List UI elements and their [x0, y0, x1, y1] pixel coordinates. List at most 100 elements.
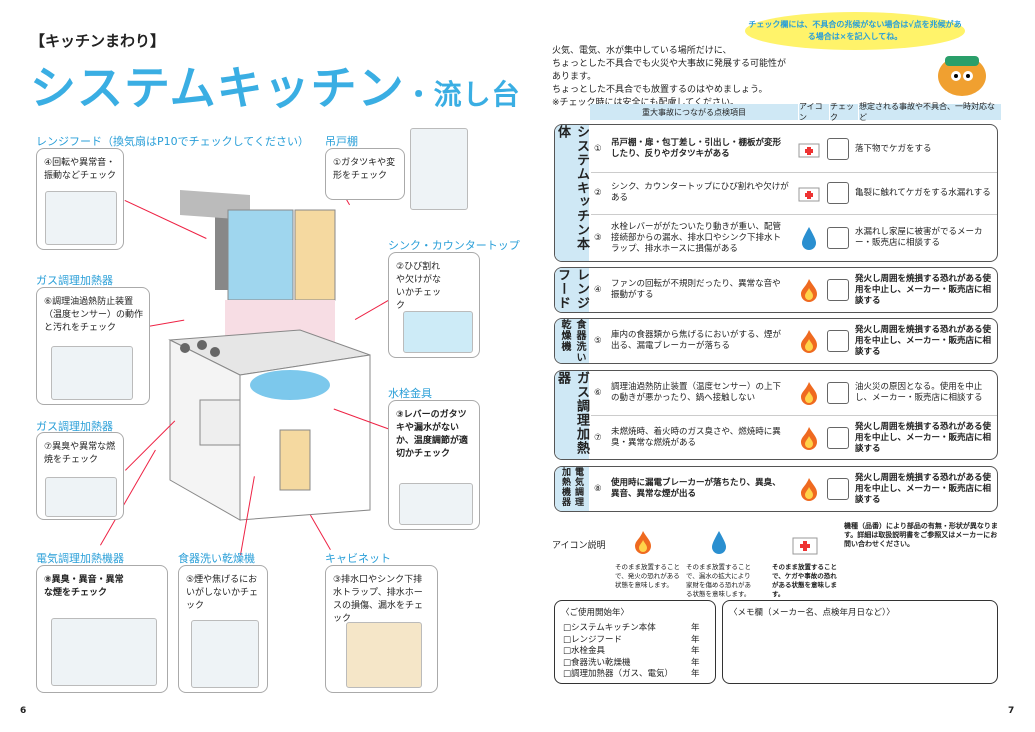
table-row: ② シンク、カウンタートップにひび割れや欠けがある 亀裂に触れてケガをする水漏れ…: [594, 181, 991, 205]
table-row: ③ 水栓レバーががたついたり動きが重い、配管接続部からの漏水、排水口やシンク下排…: [594, 221, 983, 254]
section-text: ⑥調理油過熱防止装置（温度センサー）の動作と汚れをチェック: [44, 297, 144, 333]
first-aid-icon: [797, 137, 821, 161]
intro-text: 火気、電気、水が集中している場所だけに、 ちょっとした不具合でも火災や大事故に発…: [552, 45, 792, 110]
faucet-picture: [399, 483, 473, 525]
legend-water-drop-icon: [710, 530, 728, 560]
memo-title: 〈メモ欄（メーカー名、点検年月日など）〉: [729, 608, 895, 618]
check-box[interactable]: [827, 227, 849, 249]
table-row: ④ ファンの回転が不規則だったり、異常な音や振動がする 発火し周囲を焼損する恐れ…: [594, 273, 992, 306]
group-dishwasher: 食器洗い乾燥機 ⑤ 庫内の食器類から焦げるにおいがする、煙が出る、漏電ブレーカー…: [554, 318, 998, 364]
legend-fire-text: そのまま放置することで、発火の恐れがある状態を意味します。: [615, 563, 680, 589]
list-item[interactable]: □水栓金具: [563, 646, 606, 656]
list-item[interactable]: □レンジフード: [563, 634, 623, 645]
legend-first-aid-text: そのまま放置することで、ケガや事故の恐れがある状態を意味します。: [772, 563, 837, 598]
burner-picture: [45, 477, 117, 517]
group-range-hood: レンジフード ④ ファンの回転が不規則だったり、異常な音や振動がする 発火し周囲…: [554, 267, 998, 313]
section-text: ⑦異臭や異常な燃焼をチェック: [44, 442, 116, 465]
section-text: ⑤煙や焦げるにおいがしないかチェック: [186, 575, 259, 611]
memo-box[interactable]: 〈メモ欄（メーカー名、点検年月日など）〉: [722, 600, 998, 684]
ih-picture: [51, 618, 157, 686]
title-main: システムキッチン: [30, 61, 405, 115]
section-box-dishwasher: ⑤煙や焦げるにおいがしないかチェック: [178, 565, 268, 693]
table-row: ⑥ 調理油過熱防止装置（温度センサー）の上下の動きが悪かったり、鍋へ接触しない …: [594, 381, 983, 405]
category-label: 【キッチンまわり】: [30, 32, 166, 50]
group-gas-cooker: ガス調理加熱器 ⑥ 調理油過熱防止装置（温度センサー）の上下の動きが悪かったり、…: [554, 370, 998, 460]
group-name: ガス調理加熱器: [555, 371, 589, 459]
section-label-cabinet: キャビネット: [325, 552, 391, 565]
section-label-sink: シンク・カウンタートップ: [388, 239, 520, 252]
fan-picture: [45, 191, 117, 245]
page-number-left: 6: [20, 706, 27, 716]
group-name: システムキッチン本体: [555, 125, 589, 261]
fire-icon: [797, 278, 821, 302]
wall-cabinet-shape: [294, 209, 336, 301]
wall-cabinet-picture: [410, 128, 468, 210]
legend-water-text: そのまま放置することで、漏水の拡大により家財を傷める恐れがある状態を意味します。: [686, 563, 751, 598]
check-box[interactable]: [827, 330, 849, 352]
icon-legend-title: アイコン説明: [552, 541, 606, 551]
header-item: 重大事故につながる点検項目: [590, 104, 799, 120]
table-row: ⑧ 使用時に漏電ブレーカーが落ちたり、異臭、異音、異常な煙が出る 発火し周囲を焼…: [594, 472, 992, 505]
section-box-gas-1: ⑥調理油過熱防止装置（温度センサー）の動作と汚れをチェック: [36, 287, 150, 405]
start-year-box: 〈ご使用開始年〉 □システムキッチン本体 □レンジフード □水栓金具 □食器洗い…: [554, 600, 716, 684]
fire-icon: [797, 477, 821, 501]
section-text: ①ガタツキや変形をチェック: [333, 158, 396, 181]
section-box-range-hood: ④回転や異常音・振動などチェック: [36, 148, 124, 250]
intro-line: 火気、電気、水が集中している場所だけに、: [552, 46, 732, 56]
legend-first-aid-icon: [792, 533, 818, 559]
list-item[interactable]: □システムキッチン本体: [563, 623, 656, 633]
table-row: ⑦ 未燃焼時、着火時のガス臭さや、燃焼時に異臭・異常な燃焼がある 発火し周囲を焼…: [594, 421, 992, 454]
check-box[interactable]: [827, 478, 849, 500]
first-aid-icon: [797, 181, 821, 205]
list-item[interactable]: □調理加熱器（ガス、電気）: [563, 669, 674, 679]
section-box-electric: ⑧異臭・異音・異常な煙をチェック: [36, 565, 168, 693]
section-text: ③排水口やシンク下排水トラップ、排水ホースの損傷、漏水をチェック: [333, 575, 424, 624]
check-box[interactable]: [827, 182, 849, 204]
sink-picture: [403, 311, 473, 353]
page-number-right: 7: [1008, 706, 1015, 716]
dishwasher-picture: [191, 620, 259, 688]
check-box[interactable]: [827, 427, 849, 449]
water-drop-icon: [797, 226, 821, 250]
section-box-gas-2: ⑦異臭や異常な燃焼をチェック: [36, 432, 124, 520]
table-row: ⑤ 庫内の食器類から焦げるにおいがする、煙が出る、漏電ブレーカーが落ちる 発火し…: [594, 324, 992, 357]
check-box[interactable]: [827, 279, 849, 301]
page-title: システムキッチン・流し台: [30, 52, 521, 118]
speech-bubble: チェック欄には、不具合の兆候がない場合は√点を兆候がある場合は×を記入してね。: [745, 12, 965, 50]
section-text: ③レバーのガタツキや漏水がないか、温度調節が適切かチェック: [396, 410, 468, 459]
group-electric-cooker: 電気調理加熱機器 ⑧ 使用時に漏電ブレーカーが落ちたり、異臭、異音、異常な煙が出…: [554, 466, 998, 512]
sink-shape: [250, 370, 330, 400]
section-box-cabinet: ③排水口やシンク下排水トラップ、排水ホースの損傷、漏水をチェック: [325, 565, 438, 693]
section-label-gas-1: ガス調理加熱器: [36, 274, 113, 287]
group-name: 食器洗い乾燥機: [555, 319, 589, 363]
section-label-range-hood: レンジフード（換気扇はP10でチェックしてください）: [36, 135, 309, 148]
kitchen-illustration: [168, 190, 371, 521]
group-system-kitchen: システムキッチン本体 ① 吊戸棚・扉・包丁差し・引出し・棚板が変形したり、反りや…: [554, 124, 998, 262]
year-units: 年 年 年 年 年: [691, 623, 700, 679]
title-sub: ・流し台: [404, 78, 521, 111]
section-label-wall-cabinet: 吊戸棚: [325, 135, 358, 148]
header-icon: アイコン: [799, 102, 830, 122]
sensor-picture: [51, 346, 133, 400]
group-name: 電気調理加熱機器: [555, 467, 589, 511]
intro-line: ※チェック時には安全にも配慮してください。: [552, 98, 740, 108]
check-box[interactable]: [827, 138, 849, 160]
table-row: ① 吊戸棚・扉・包丁差し・引出し・棚板が変形したり、反りやガタツキがある 落下物…: [594, 137, 932, 161]
fire-icon: [797, 381, 821, 405]
section-text: ⑧異臭・異音・異常な煙をチェック: [44, 575, 124, 598]
fire-icon: [797, 329, 821, 353]
section-label-dishwasher: 食器洗い乾燥機: [178, 552, 255, 565]
section-box-wall-cabinet: ①ガタツキや変形をチェック: [325, 148, 405, 200]
start-year-items: □システムキッチン本体 □レンジフード □水栓金具 □食器洗い乾燥機 □調理加熱…: [563, 623, 673, 681]
header-check: チェック: [830, 102, 859, 122]
section-label-faucet: 水栓金具: [388, 387, 432, 400]
table-header: 重大事故につながる点検項目 アイコン チェック 想定される事故や不具合、一時対応…: [590, 102, 1002, 122]
fire-icon: [797, 426, 821, 450]
section-text: ④回転や異常音・振動などチェック: [44, 158, 117, 181]
list-item[interactable]: □食器洗い乾燥機: [563, 657, 631, 668]
section-label-gas-2: ガス調理加熱器: [36, 420, 113, 433]
legend-fire-icon: [633, 530, 653, 560]
mascot-illustration: [930, 48, 990, 98]
section-label-electric: 電気調理加熱機器: [36, 552, 124, 565]
check-box[interactable]: [827, 382, 849, 404]
